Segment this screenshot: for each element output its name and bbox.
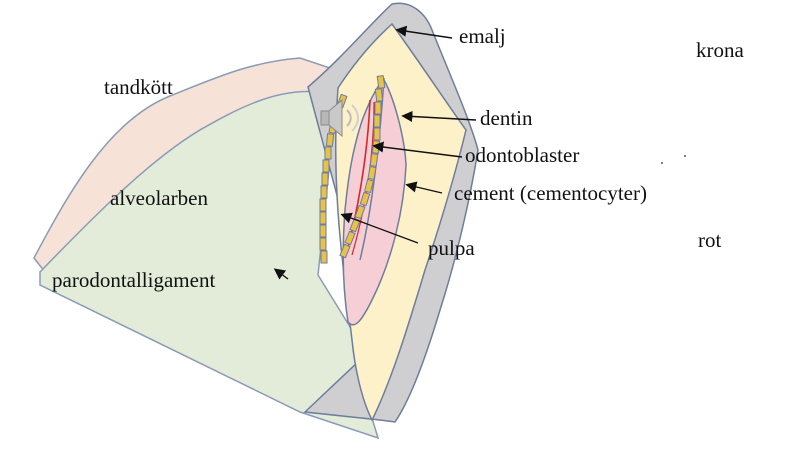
label-rot: rot [698,228,722,252]
label-emalj: emalj [459,24,506,48]
label-parodontalligament: parodontalligament [52,268,216,292]
stray-dot-1 [661,162,663,164]
arrow-odontoblaster [372,141,463,158]
label-dentin: dentin [480,106,533,130]
label-pulpa: pulpa [428,236,475,260]
arrow-parodontalligament [273,268,289,280]
arrow-cement [405,181,443,194]
pulp [342,79,407,326]
odontoblast-chain-right [339,75,386,259]
label-krona: krona [696,38,744,62]
label-cement: cement (cementocyter) [454,181,647,205]
arrow-emalj [395,25,453,39]
label-alveolarben: alveolarben [110,186,208,210]
stray-dot-2 [684,155,686,157]
arrow-pulpa [340,212,419,244]
speaker-icon[interactable] [320,98,359,138]
arrow-dentin [401,110,477,123]
label-odontoblaster: odontoblaster [465,143,580,167]
label-tandkott: tandkött [104,75,173,99]
